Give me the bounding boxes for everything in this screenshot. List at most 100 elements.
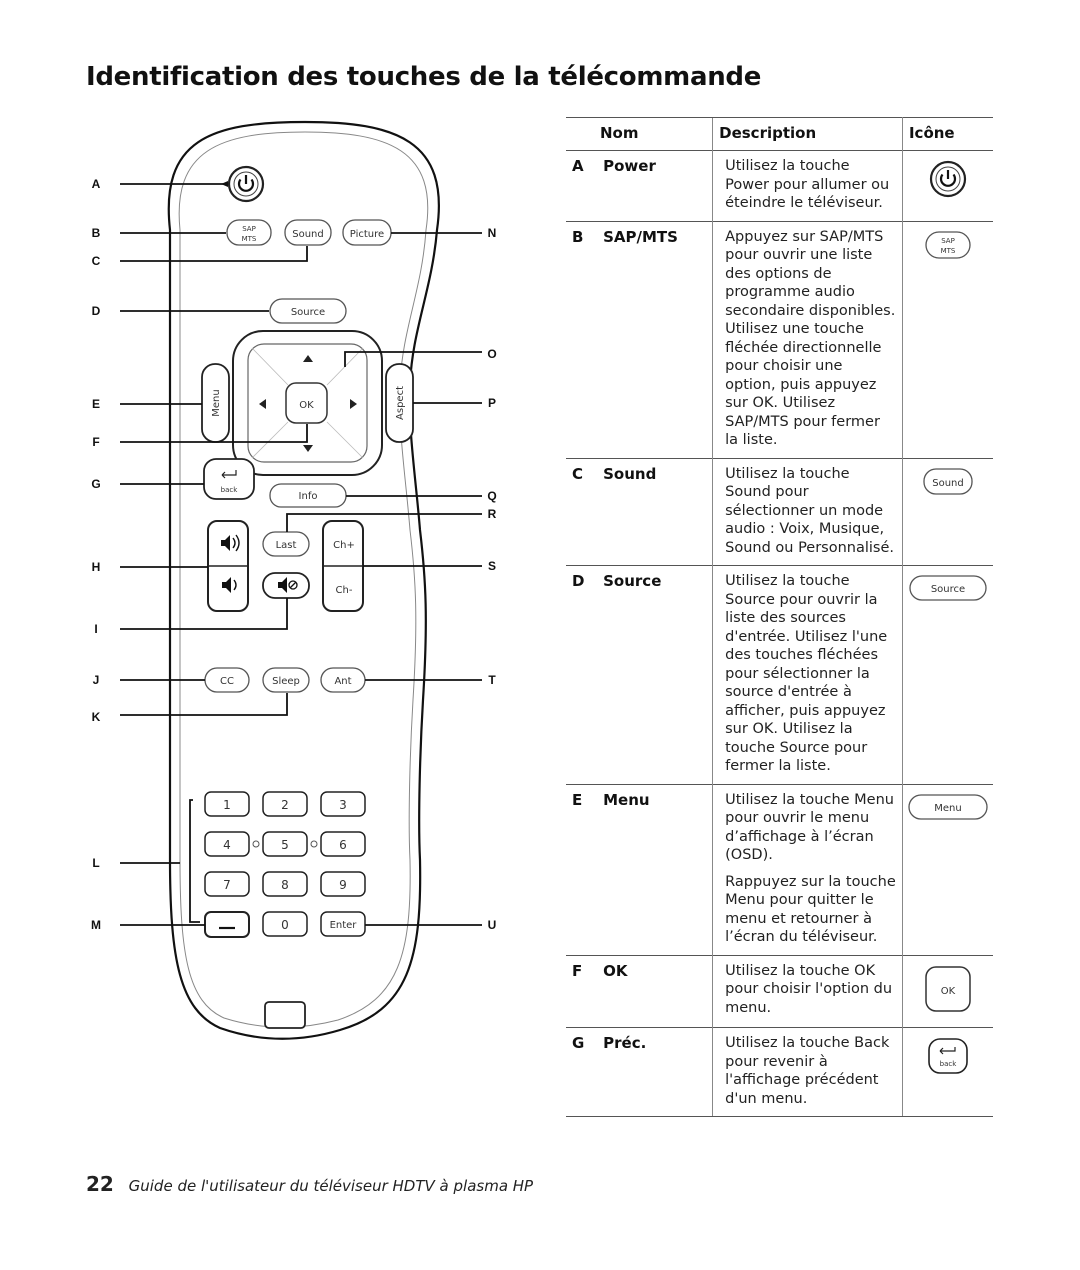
row-icon-cell: SAP MTS — [902, 220, 993, 458]
description-text: Utilisez la touche Source pour ouvrir la… — [725, 573, 888, 774]
remote-control-diagram: SAP MTS Sound Picture Source OK Menu A — [91, 120, 497, 1040]
callout-label-q: Q — [487, 489, 496, 503]
digit-button-2[interactable]: 2 — [262, 791, 308, 817]
callout-label-t: T — [488, 673, 496, 687]
digit-button-0[interactable]: 0 — [262, 911, 308, 937]
digit-label: 4 — [223, 838, 231, 852]
arrow-up-icon — [303, 355, 313, 362]
sleep-label: Sleep — [272, 676, 300, 687]
row-description: Utilisez la touche Menu pour ouvrir le m… — [712, 783, 903, 955]
source-button[interactable]: Source — [269, 298, 347, 324]
sleep-button[interactable]: Sleep — [262, 667, 310, 693]
digit-label: 2 — [281, 798, 289, 812]
callout-label-d: D — [92, 304, 101, 318]
row-name: Source — [593, 565, 713, 784]
digit-label: 9 — [339, 878, 347, 892]
sound-label: Sound — [292, 229, 324, 240]
mute-button[interactable] — [262, 572, 310, 599]
digit-button-1[interactable]: 1 — [204, 791, 250, 817]
digit-button-6[interactable]: 6 — [320, 831, 366, 857]
guide-title: Guide de l'utilisateur du téléviseur HDT… — [128, 1177, 534, 1195]
row-description: Utilisez la touche Power pour allumer ou… — [712, 150, 903, 221]
row-description: Utilisez la touche Back pour revenir à l… — [712, 1027, 903, 1117]
source-button-icon: Source — [909, 575, 987, 601]
digit-button-3[interactable]: 3 — [320, 791, 366, 817]
row-description: Utilisez la touche OK pour choisir l'opt… — [712, 954, 903, 1028]
ant-button[interactable]: Ant — [320, 667, 366, 693]
row-name: SAP/MTS — [593, 220, 713, 458]
callout-label-j: J — [93, 673, 100, 687]
channel-up-label: Ch+ — [333, 540, 355, 551]
callout-label-b: B — [92, 226, 101, 240]
digit-button-5[interactable]: 5 — [262, 831, 308, 857]
back-button[interactable]: back — [203, 458, 255, 500]
ir-sensor-window — [264, 1001, 306, 1029]
row-icon-cell: Menu — [902, 783, 993, 955]
description-text: Utilisez la touche Sound pour sélectionn… — [725, 465, 895, 556]
mts-label: MTS — [941, 247, 956, 255]
back-button-icon: back — [928, 1038, 968, 1074]
back-label: back — [940, 1060, 958, 1068]
menu-button[interactable]: Menu — [201, 363, 230, 443]
column-header-description: Description — [712, 117, 903, 151]
ant-label: Ant — [334, 676, 351, 687]
digit-label: 7 — [223, 878, 231, 892]
callout-label-f: F — [92, 435, 99, 449]
table-row: D Source Utilisez la touche Source pour … — [566, 565, 993, 784]
callout-label-g: G — [91, 477, 100, 491]
ok-label: OK — [941, 986, 956, 997]
tactile-dot-icon — [252, 840, 260, 848]
row-letter: E — [566, 783, 594, 955]
channel-rocker[interactable]: Ch+ Ch- — [322, 520, 364, 612]
digit-button-7[interactable]: 7 — [204, 871, 250, 897]
table-row: F OK Utilisez la touche OK pour choisir … — [566, 954, 993, 1028]
sound-label: Sound — [932, 478, 964, 489]
table-row: A Power Utilisez la touche Power pour al… — [566, 150, 993, 221]
row-name: Menu — [593, 783, 713, 955]
digit-label: 3 — [339, 798, 347, 812]
digit-button-4[interactable]: 4 — [204, 831, 250, 857]
mts-label: MTS — [242, 235, 257, 243]
aspect-button[interactable]: Aspect — [385, 363, 414, 443]
row-icon-cell: back — [902, 1027, 993, 1117]
row-letter: D — [566, 565, 594, 784]
info-button[interactable]: Info — [269, 483, 347, 508]
cc-button[interactable]: CC — [204, 667, 250, 693]
mute-icon — [278, 577, 298, 593]
sap-mts-icon: SAP MTS — [925, 230, 971, 259]
digit-label: 5 — [281, 838, 289, 852]
row-icon-cell — [902, 150, 993, 221]
callout-label-u: U — [488, 918, 497, 932]
row-description: Utilisez la touche Source pour ouvrir la… — [712, 565, 903, 784]
sound-button[interactable]: Sound — [284, 219, 332, 246]
aspect-label: Aspect — [395, 386, 406, 420]
volume-up-icon — [221, 534, 240, 552]
enter-button[interactable]: Enter — [320, 911, 366, 937]
sap-label: SAP — [242, 225, 256, 233]
volume-rocker[interactable] — [207, 520, 249, 612]
table-row: G Préc. Utilisez la touche Back pour rev… — [566, 1027, 993, 1117]
last-button[interactable]: Last — [262, 531, 310, 557]
callout-label-c: C — [92, 254, 101, 268]
callout-label-h: H — [92, 560, 101, 574]
sap-mts-button[interactable]: SAP MTS — [226, 219, 272, 246]
ok-button-icon: OK — [925, 965, 971, 1012]
digit-button-8[interactable]: 8 — [262, 871, 308, 897]
row-letter: A — [566, 150, 594, 221]
callout-lines — [120, 183, 482, 926]
digit-button-9[interactable]: 9 — [320, 871, 366, 897]
description-text: Rappuyez sur la touche Menu pour quitter… — [725, 873, 896, 946]
info-label: Info — [299, 491, 318, 502]
callout-label-e: E — [92, 397, 100, 411]
callout-label-p: P — [488, 396, 496, 410]
callout-label-r: R — [488, 507, 497, 521]
back-label: back — [221, 486, 239, 494]
power-button[interactable] — [227, 165, 265, 203]
source-label: Source — [291, 307, 325, 318]
ok-button[interactable]: OK — [285, 382, 328, 424]
callout-label-a: A — [92, 177, 101, 191]
dash-button[interactable] — [204, 911, 250, 938]
callout-label-s: S — [488, 559, 496, 573]
row-description: Appuyez sur SAP/MTS pour ouvrir une list… — [712, 220, 903, 458]
picture-button[interactable]: Picture — [342, 219, 392, 246]
